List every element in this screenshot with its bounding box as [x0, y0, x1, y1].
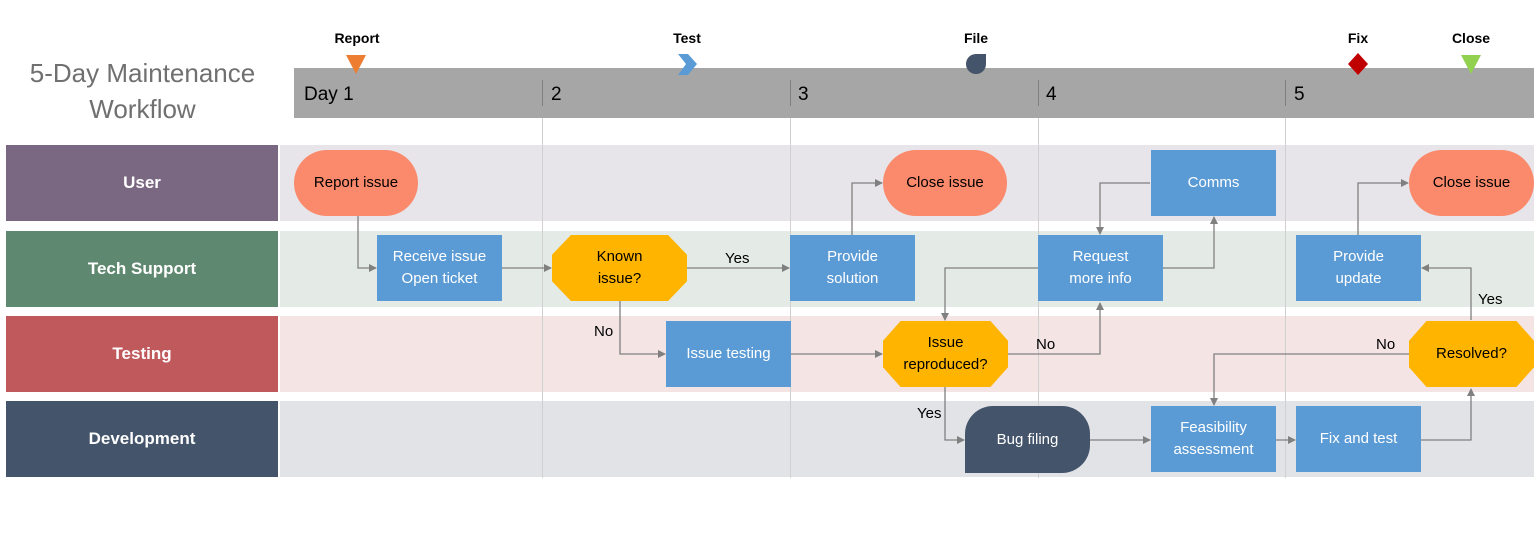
node-request-info-line1: Request	[1072, 248, 1129, 265]
milestone-fix-label: Fix	[1347, 30, 1369, 46]
file-teardrop-icon	[966, 54, 986, 74]
node-close-issue-2: Close issue	[1409, 150, 1534, 216]
node-issue-testing-text: Issue testing	[686, 345, 771, 362]
edge-reproduced-no	[1008, 302, 1104, 355]
report-triangle-icon	[346, 55, 366, 74]
node-issue-reproduced: Issue reproduced?	[883, 321, 1008, 387]
page-title: 5-Day Maintenance Workflow	[10, 55, 275, 127]
edge-label-resolved-no: No	[1376, 336, 1396, 353]
node-issue-reproduced-line2: reproduced?	[903, 356, 988, 373]
edge-request-to-reproduced	[941, 267, 1038, 321]
day-separator	[1285, 80, 1286, 106]
edge-request-to-comms	[1163, 216, 1218, 269]
title-line-1: 5-Day Maintenance	[29, 58, 256, 88]
node-known-issue: Known issue?	[552, 235, 687, 301]
lane-header-user: User	[6, 145, 278, 221]
node-provide-solution: Provide solution	[790, 235, 915, 301]
node-request-info-line2: more info	[1069, 270, 1132, 287]
edge-report-to-receive	[357, 216, 377, 272]
day-5-label: 5	[1294, 84, 1305, 105]
edge-label-known-no: No	[594, 323, 614, 340]
node-close-issue-1: Close issue	[883, 150, 1007, 216]
day-4-label: 4	[1046, 84, 1057, 105]
edge-label-reproduced-no: No	[1036, 336, 1056, 353]
node-report-issue: Report issue	[294, 150, 418, 216]
edge-resolved-no	[1210, 353, 1409, 406]
node-report-issue-text: Report issue	[313, 174, 399, 191]
node-feasibility-line2: assessment	[1173, 441, 1254, 458]
node-feasibility: Feasibility assessment	[1151, 406, 1276, 472]
edge-fix-to-resolved	[1421, 388, 1475, 441]
node-close-issue-2-text: Close issue	[1432, 174, 1511, 191]
node-comms: Comms	[1151, 150, 1276, 216]
node-bug-filing-text: Bug filing	[996, 430, 1059, 448]
title-line-2: Workflow	[89, 94, 196, 124]
node-bug-filing: Bug filing	[965, 406, 1090, 473]
node-provide-update-line1: Provide	[1333, 248, 1384, 265]
node-provide-solution-line2: solution	[826, 270, 879, 287]
node-issue-reproduced-line1: Issue	[927, 334, 964, 351]
close-triangle-icon	[1461, 55, 1481, 74]
node-receive-issue-line2: Open ticket	[401, 270, 478, 287]
day-separator	[790, 80, 791, 106]
edge-update-to-close	[1357, 179, 1409, 235]
day-separator	[1038, 80, 1039, 106]
node-receive-issue: Receive issue Open ticket	[377, 235, 502, 301]
milestone-close-label: Close	[1451, 30, 1491, 46]
milestone-report-label: Report	[334, 30, 380, 46]
test-chevron-icon	[678, 54, 697, 75]
edge-label-reproduced-yes: Yes	[917, 405, 942, 422]
milestone-test-label: Test	[673, 30, 701, 46]
edge-known-no	[619, 301, 666, 358]
node-issue-testing: Issue testing	[666, 321, 791, 387]
timeline-bar	[294, 68, 1534, 118]
node-fix-and-test: Fix and test	[1296, 406, 1421, 472]
node-receive-issue-line1: Receive issue	[392, 248, 487, 265]
node-feasibility-line1: Feasibility	[1180, 419, 1247, 436]
node-known-issue-line2: issue?	[597, 270, 642, 287]
edge-reproduced-yes	[944, 387, 965, 444]
edge-label-resolved-yes: Yes	[1478, 291, 1503, 308]
node-request-info: Request more info	[1038, 235, 1163, 301]
edge-comms-to-request	[1096, 182, 1150, 235]
node-comms-text: Comms	[1187, 174, 1240, 191]
node-resolved-text: Resolved?	[1436, 345, 1507, 362]
day-3-label: 3	[798, 84, 809, 105]
edge-resolved-yes	[1421, 264, 1472, 320]
node-resolved: Resolved?	[1409, 321, 1534, 387]
node-known-issue-line1: Known	[596, 248, 643, 265]
edge-label-known-yes: Yes	[725, 250, 750, 267]
day-2-label: 2	[551, 84, 562, 105]
fix-diamond-icon	[1348, 53, 1368, 75]
lane-header-testing: Testing	[6, 316, 278, 392]
day-separator	[542, 80, 543, 106]
node-provide-update: Provide update	[1296, 235, 1421, 301]
day-guide-line	[1285, 118, 1286, 478]
node-provide-update-line2: update	[1335, 270, 1382, 287]
node-fix-and-test-text: Fix and test	[1319, 430, 1398, 447]
node-provide-solution-line1: Provide	[827, 248, 878, 265]
lane-header-tech-support: Tech Support	[6, 231, 278, 307]
day-guide-line	[542, 118, 543, 478]
node-close-issue-1-text: Close issue	[906, 174, 984, 191]
lane-header-development: Development	[6, 401, 278, 477]
edge-solution-to-close	[851, 179, 883, 235]
day-1-label: Day 1	[304, 84, 354, 105]
milestone-file-label: File	[963, 30, 989, 46]
